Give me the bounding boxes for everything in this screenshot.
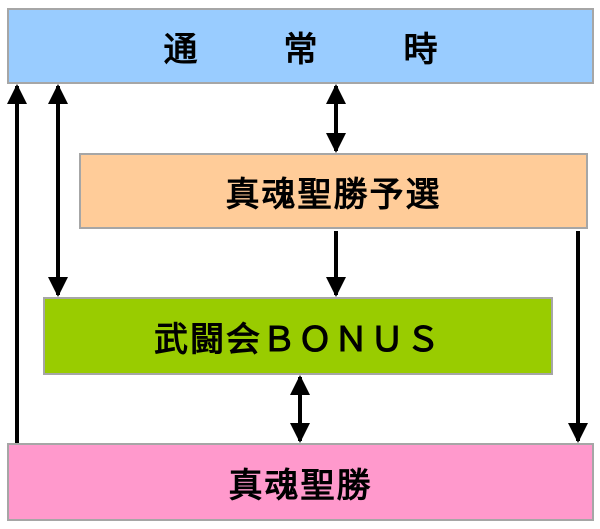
state-box-final: 真魂聖勝: [7, 443, 594, 521]
state-box-prelim: 真魂聖勝予選: [79, 153, 588, 229]
state-box-normal: 通 常 時: [7, 8, 594, 84]
state-label-final: 真魂聖勝: [228, 465, 373, 506]
state-label-bonus: 武闘会ＢＯＮＵＳ: [154, 319, 442, 360]
state-label-normal: 通 常 時: [163, 29, 464, 70]
state-box-bonus: 武闘会ＢＯＮＵＳ: [43, 297, 553, 375]
state-label-prelim: 真魂聖勝予選: [225, 174, 442, 215]
